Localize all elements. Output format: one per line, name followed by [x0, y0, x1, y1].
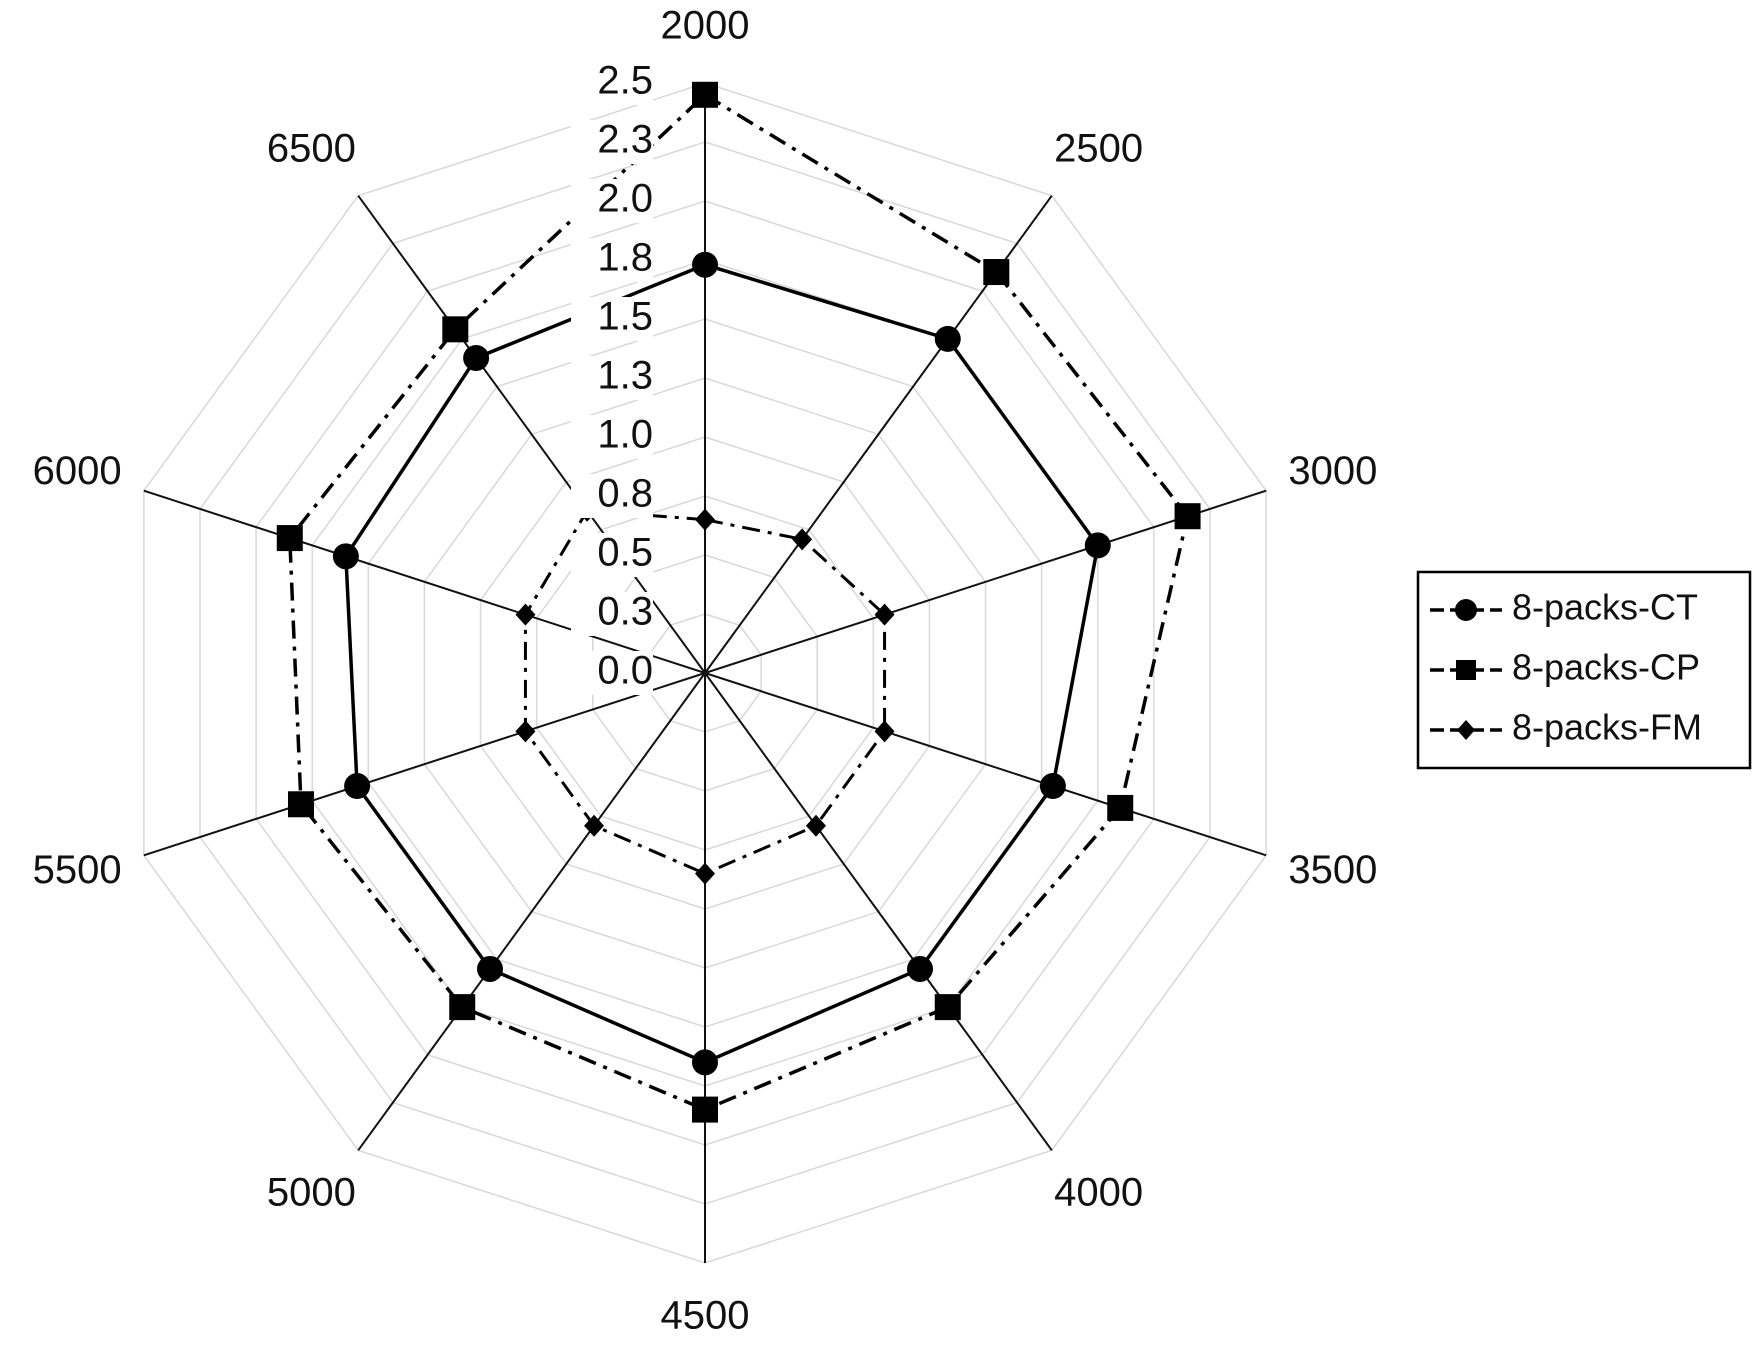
radial-tick-label: 0.0 [597, 649, 653, 693]
tick-label-bg [571, 238, 653, 282]
series-marker-circle [476, 955, 503, 982]
series-marker-square [1107, 794, 1134, 821]
legend-label: 8-packs-CP [1512, 647, 1700, 688]
radial-tick-label: 2.3 [597, 118, 653, 162]
tick-label-bg [571, 179, 653, 223]
series-marker-circle [692, 251, 718, 278]
radial-tick-label: 1.0 [597, 413, 653, 457]
tick-label-bg [571, 356, 653, 400]
radial-tick-label: 2.0 [597, 177, 653, 221]
category-label: 4000 [1054, 1170, 1143, 1214]
tick-label-bg [571, 592, 653, 636]
series-marker-square [442, 316, 469, 343]
axis-spoke [704, 672, 1267, 857]
series-marker-diamond [515, 603, 536, 626]
legend-marker-square [1456, 660, 1476, 680]
legend-label: 8-packs-CT [1512, 587, 1698, 628]
legend: 8-packs-CT 8-packs-CP 8-packs-FM [1416, 570, 1752, 770]
series-line [287, 92, 1190, 1112]
series-marker-square [934, 994, 961, 1021]
radial-tick-labels: 0.0 0.3 0.5 0.8 1.0 1.3 1.5 1.8 2.0 2.3 2.5 [571, 59, 653, 695]
radar-spokes [143, 83, 1267, 1263]
series-marker-diamond [584, 814, 605, 837]
tick-label-bg [571, 297, 653, 341]
series-marker-circle [934, 325, 961, 352]
tick-label-bg [571, 474, 653, 518]
category-label: 6500 [267, 127, 356, 171]
series-marker-square [449, 994, 476, 1021]
category-label: 5000 [267, 1170, 356, 1214]
series-marker-square [692, 1096, 718, 1123]
axis-spoke [704, 489, 1267, 674]
category-labels: 2000 2500 3000 3500 4000 4500 5000 5500 6000 6500 [33, 4, 1378, 1338]
series-marker-square [983, 259, 1010, 286]
series-marker-circle [907, 955, 934, 982]
series-marker-diamond [515, 720, 536, 743]
legend-marker-circle [1455, 599, 1477, 621]
axis-spoke [143, 489, 706, 674]
series-marker-square [1174, 503, 1201, 530]
series-marker-diamond [695, 508, 715, 531]
series-marker-circle [332, 543, 359, 570]
tick-label-bg [571, 415, 653, 459]
category-label: 2000 [661, 4, 750, 48]
series-marker-circle [463, 344, 490, 371]
series-marker-circle [344, 773, 371, 800]
series-marker-diamond [695, 862, 715, 885]
series-marker-square [692, 81, 718, 108]
tick-label-bg [571, 533, 653, 577]
radar-series [276, 81, 1201, 1123]
series-marker-diamond [792, 528, 813, 551]
category-label: 6000 [33, 449, 122, 493]
series-marker-square [287, 791, 314, 818]
series-marker-diamond [805, 814, 826, 837]
axis-spoke [357, 672, 706, 1151]
series-marker-circle [1084, 532, 1111, 559]
series-marker-diamond [874, 603, 895, 626]
axis-spoke [704, 672, 1053, 1151]
radial-tick-label: 0.8 [597, 472, 653, 516]
axis-spoke [143, 672, 706, 857]
radial-tick-label: 0.5 [597, 531, 653, 575]
category-label: 4500 [661, 1294, 750, 1338]
series-marker-circle [1039, 773, 1066, 800]
series-line [523, 509, 887, 876]
legend-marker-diamond [1457, 720, 1475, 740]
radial-tick-label: 1.3 [597, 354, 653, 398]
radial-tick-label: 0.3 [597, 590, 653, 634]
tick-label-bg [571, 61, 653, 105]
category-label: 2500 [1054, 127, 1143, 171]
category-label: 3000 [1288, 449, 1377, 493]
series-marker-circle [692, 1049, 718, 1076]
series-marker-diamond [874, 720, 895, 743]
radial-tick-label: 1.5 [597, 295, 653, 339]
category-label: 5500 [33, 848, 122, 892]
tick-label-bg [571, 651, 653, 695]
tick-label-bg [571, 120, 653, 164]
radial-tick-label: 2.5 [597, 59, 653, 103]
series-marker-square [276, 525, 303, 552]
radial-tick-label: 1.8 [597, 236, 653, 280]
category-label: 3500 [1288, 848, 1377, 892]
legend-label: 8-packs-FM [1512, 707, 1702, 748]
